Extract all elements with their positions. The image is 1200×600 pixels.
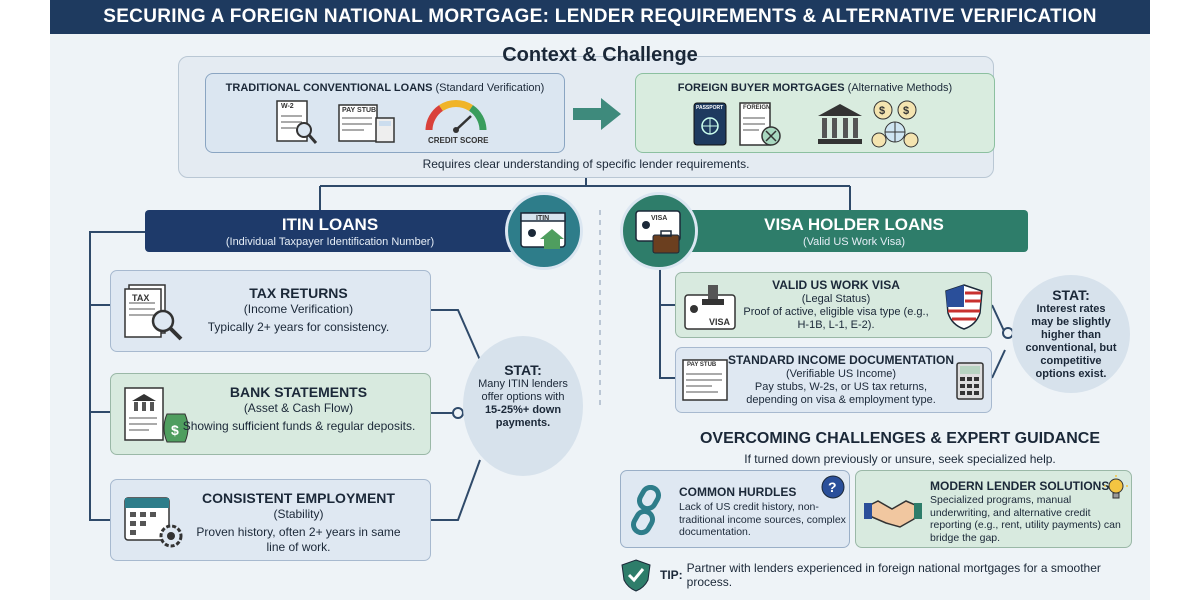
visa-holder-loans-header: VISA HOLDER LOANS (Valid US Work Visa) [650, 210, 1028, 252]
broken-chain-icon [631, 485, 661, 536]
svg-text:$: $ [903, 105, 909, 117]
itin-subtitle: (Individual Taxpayer Identification Numb… [225, 236, 435, 248]
credit-score-gauge-icon [425, 99, 487, 133]
visa-subtitle: (Valid US Work Visa) [802, 236, 906, 248]
standard-income-card: PAY STUB STANDARD INCOME DOCUMENTATION (… [675, 347, 992, 413]
itin-badge: ITIN [505, 192, 583, 270]
paystub-card-label: PAY STUB [687, 362, 717, 368]
svg-text:$: $ [879, 105, 885, 117]
passport-icon [693, 102, 727, 146]
bank-statements-sub: (Asset & Cash Flow) [243, 401, 354, 415]
valid-work-visa-card: VISA VALID US WORK VISA (Legal Status) P… [675, 272, 992, 338]
banner-title: SECURING A FOREIGN NATIONAL MORTGAGE: LE… [50, 0, 1150, 34]
foreign-buyer-box: FOREIGN BUYER MORTGAGES (Alternative Met… [635, 73, 995, 153]
tax-returns-title: TAX RETURNS [249, 285, 348, 301]
overcoming-title: OVERCOMING CHALLENGES & EXPERT GUIDANCE [699, 430, 1101, 447]
traditional-title-rest: (Standard Verification) [432, 82, 545, 94]
standard-income-title: STANDARD INCOME DOCUMENTATION [728, 353, 954, 367]
paystub-calculator-icon [338, 104, 395, 143]
valid-visa-sub: (Legal Status) [801, 293, 871, 305]
itin-title: ITIN LOANS [281, 215, 379, 234]
tax-icon-label: TAX [132, 293, 150, 303]
modern-title: MODERN LENDER SOLUTIONS [930, 479, 1110, 493]
tip-banner: TIP: Partner with lenders experienced in… [620, 558, 1140, 592]
bank-building-icon [818, 104, 862, 144]
foreign-doc-label: FOREIGN [743, 105, 771, 111]
modern-body: Specialized programs, manual underwritin… [930, 494, 1121, 544]
visa-stamp-icon [684, 285, 736, 330]
itin-house-card-icon [520, 212, 566, 249]
passport-label: PASSPORT [696, 105, 724, 111]
itin-loans-header: ITIN LOANS (Individual Taxpayer Identifi… [145, 210, 515, 252]
visa-icon-label: VISA [651, 215, 668, 222]
bank-statement-moneybag-icon: $ [124, 387, 189, 443]
traditional-title-bold: TRADITIONAL CONVENTIONAL LOANS [225, 82, 433, 94]
bank-statements-title: BANK STATEMENTS [229, 384, 368, 400]
hurdles-body: Lack of US credit history, non-tradition… [679, 501, 846, 538]
paystub-label: PAY STUB [342, 107, 377, 114]
tax-returns-body: Typically 2+ years for consistency. [207, 320, 390, 334]
itin-stat-title: STAT: [504, 362, 542, 378]
foreign-title-bold: FOREIGN BUYER MORTGAGES [677, 82, 845, 94]
employment-body: Proven history, often 2+ years in same l… [196, 525, 401, 554]
bank-statements-body: Showing sufficient funds & regular depos… [182, 419, 416, 433]
paystub-document-icon [682, 359, 728, 401]
traditional-loans-box: TRADITIONAL CONVENTIONAL LOANS (Standard… [205, 73, 565, 153]
itin-stat-bubble: STAT: Many ITIN lenders offer options wi… [463, 336, 583, 476]
employment-title: CONSISTENT EMPLOYMENT [202, 490, 395, 506]
calendar-gear-icon [124, 497, 183, 548]
consistent-employment-card: CONSISTENT EMPLOYMENT (Stability) Proven… [110, 479, 431, 561]
visa-badge: VISA [620, 192, 698, 270]
valid-visa-body: Proof of active, eligible visa type (e.g… [743, 306, 929, 331]
handshake-icon [864, 500, 922, 528]
visa-briefcase-icon [635, 210, 681, 254]
tax-returns-sub: (Income Verification) [243, 302, 354, 316]
svg-text:?: ? [828, 479, 837, 495]
itin-stat-body: Many ITIN lenders offer options with [478, 378, 568, 403]
visa-stat-bubble: STAT: Interest rates may be slightly hig… [1012, 275, 1130, 393]
foreign-title-rest: (Alternative Methods) [844, 82, 953, 94]
standard-income-body: Pay stubs, W-2s, or US tax returns, depe… [746, 381, 936, 406]
modern-lender-solutions-card: MODERN LENDER SOLUTIONS Specialized prog… [855, 470, 1132, 548]
hurdles-title: COMMON HURDLES [679, 485, 797, 499]
us-flag-shield-icon [945, 284, 983, 330]
visa-stat-title: STAT: [1052, 287, 1090, 303]
connector-lines [89, 178, 1014, 521]
foreign-document-icon [739, 102, 781, 146]
tip-body: Partner with lenders experienced in fore… [686, 561, 1101, 589]
itin-icon-label: ITIN [536, 215, 550, 222]
valid-visa-title: VALID US WORK VISA [772, 278, 900, 292]
shield-check-icon [621, 559, 651, 592]
w2-magnifier-icon [276, 100, 318, 144]
calculator-icon [956, 362, 984, 400]
foreign-title: FOREIGN BUYER MORTGAGES (Alternative Met… [636, 82, 994, 94]
credit-score-label: CREDIT SCORE [428, 136, 489, 145]
svg-text:$: $ [171, 422, 179, 438]
tip-label: TIP: [660, 568, 683, 582]
itin-stat-bold: 15-25%+ down payments. [484, 404, 562, 429]
question-icon: ? [821, 475, 845, 499]
tax-document-magnifier-icon [124, 284, 183, 341]
common-hurdles-card: COMMON HURDLES ? Lack of US credit histo… [620, 470, 850, 548]
visa-stat-body: Interest rates may be slightly higher th… [1025, 303, 1117, 380]
visa-card-icon-label: VISA [709, 317, 731, 327]
visa-title: VISA HOLDER LOANS [764, 215, 944, 234]
infographic: SECURING A FOREIGN NATIONAL MORTGAGE: LE… [50, 0, 1150, 600]
standard-income-sub: (Verifiable US Income) [785, 368, 897, 380]
currency-exchange-icon: $ $ [871, 100, 919, 148]
context-note: Requires clear understanding of specific… [422, 157, 750, 171]
w2-label: W-2 [281, 103, 294, 110]
bank-statements-card: $ BANK STATEMENTS (Asset & Cash Flow) Sh… [110, 373, 431, 455]
context-title: Context & Challenge [502, 44, 698, 66]
overcoming-subtitle: If turned down previously or unsure, see… [744, 452, 1056, 466]
tax-returns-card: TAX TAX RETURNS (Income Verification) Ty… [110, 270, 431, 352]
arrow-right-icon [573, 98, 621, 130]
employment-sub: (Stability) [273, 507, 324, 521]
traditional-title: TRADITIONAL CONVENTIONAL LOANS (Standard… [206, 82, 564, 94]
lightbulb-icon [1104, 475, 1128, 499]
